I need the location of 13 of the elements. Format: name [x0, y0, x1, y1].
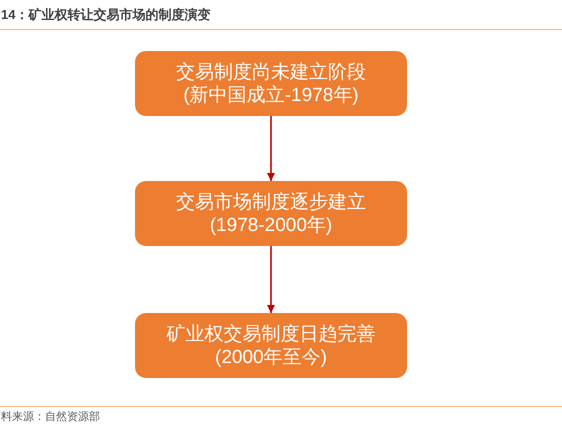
- stage-heading: 交易制度尚未建立阶段: [176, 60, 366, 84]
- process-box: [135, 51, 407, 116]
- arrow: [267, 116, 275, 181]
- figure-title: 14：矿业权转让交易市场的制度演变: [1, 6, 210, 24]
- stage-heading: 交易市场制度逐步建立: [176, 190, 366, 214]
- arrow: [267, 246, 275, 313]
- stage-heading: 矿业权交易制度日趋完善: [166, 322, 376, 346]
- period-text: (2000年至今): [215, 346, 327, 368]
- process-box: [135, 313, 407, 378]
- period-text: (新中国成立-1978年): [183, 84, 359, 106]
- source-note: 料来源：自然资源部: [1, 410, 100, 424]
- process-box: [135, 181, 407, 246]
- period-text: (1978-2000年): [210, 214, 332, 236]
